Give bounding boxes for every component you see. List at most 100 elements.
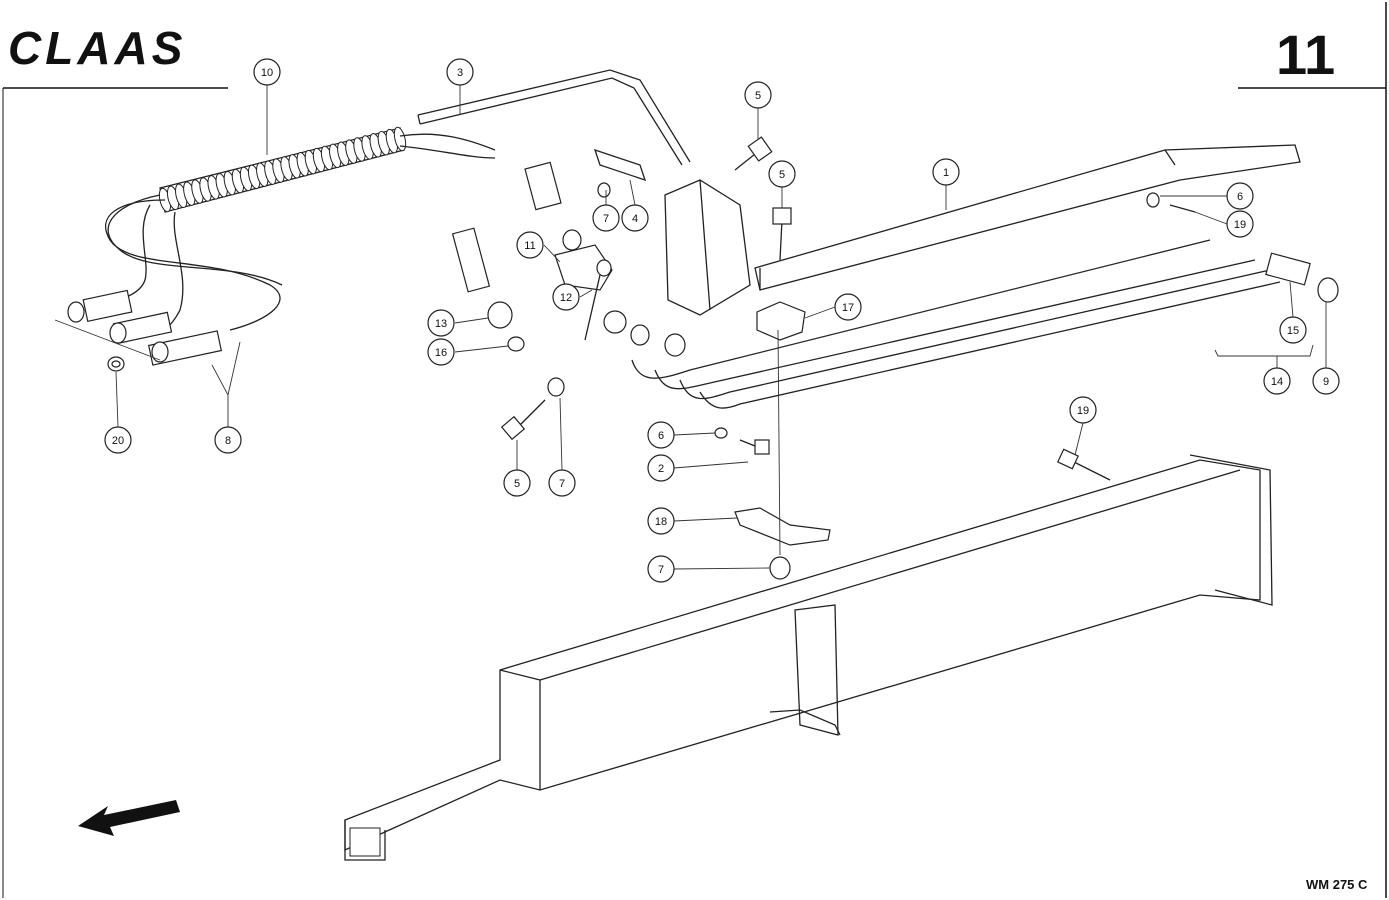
part-callout: 6 [647,421,675,449]
page-number: 11 [1276,23,1335,86]
part-callout: 17 [834,293,862,321]
part-callout: 19 [1226,210,1254,238]
callout-circle [552,283,580,311]
callout-label: 7 [559,478,565,490]
callout-label: 19 [1077,405,1089,417]
leader-lines [54,85,1327,570]
part-callout: 18 [647,507,675,535]
part-callout: 5 [768,160,796,188]
hose-fittings [67,289,223,372]
callout-label: 15 [1287,325,1299,337]
callout-circle [647,454,675,482]
mounting-bracket [593,148,751,316]
callout-circle [427,338,455,366]
clamp-block [756,301,806,341]
part-callout: 13 [427,309,455,337]
part-callout: 7 [592,204,620,232]
callout-circle [647,507,675,535]
part-callout: 20 [104,426,132,454]
bent-rod [417,69,691,166]
brand-logo: CLAAS [8,22,186,74]
callout-circle [214,426,242,454]
callout-label: 2 [658,463,664,475]
callout-label: 13 [435,318,447,330]
callout-circle [104,426,132,454]
callout-label: 6 [658,430,664,442]
callout-circle [834,293,862,321]
callout-circle [647,421,675,449]
callout-label: 9 [1323,376,1329,388]
part-callout: 9 [1312,367,1340,395]
callout-circle [548,469,576,497]
drawing-code: WM 275 C [1306,877,1368,892]
part-callout: 5 [503,469,531,497]
coiled-hose [99,126,496,331]
callout-circle [592,204,620,232]
callout-label: 5 [514,478,520,490]
callout-circle [1263,367,1291,395]
part-callout: 2 [647,454,675,482]
callout-label: 11 [524,240,535,252]
main-rail [754,144,1301,291]
callout-label: 6 [1237,191,1243,203]
callout-label: 7 [658,564,664,576]
part-callout: 19 [1069,396,1097,424]
callout-label: 19 [1234,219,1246,231]
callout-circle [1226,182,1254,210]
callout-label: 20 [112,435,124,447]
callout-circle [1312,367,1340,395]
callout-label: 1 [943,167,949,179]
valve-assembly [554,229,613,341]
callout-label: 8 [225,435,231,447]
callout-circle [932,158,960,186]
callout-label: 14 [1271,376,1283,388]
callout-label: 16 [435,347,447,359]
callout-circle [427,309,455,337]
callout-circle [768,160,796,188]
frame-beam [344,454,1273,861]
part-callout: 4 [621,204,649,232]
bolts [500,136,1196,481]
hydraulic-pipes [631,239,1281,409]
support-plate [734,329,831,580]
callout-label: 12 [560,292,572,304]
part-callout: 6 [1226,182,1254,210]
part-callout: 10 [253,58,281,86]
callout-label: 5 [755,90,761,102]
callout-label: 3 [457,67,463,79]
pipe-fittings [451,161,686,397]
hose-coil-ring [393,126,407,152]
callout-circle [253,58,281,86]
callout-circle [647,555,675,583]
part-callout: 8 [214,426,242,454]
callout-label: 10 [261,67,273,79]
part-callout: 5 [744,81,772,109]
callout-circle [1226,210,1254,238]
callout-circle [516,231,544,259]
part-callout: 7 [548,469,576,497]
part-callout: 1 [932,158,960,186]
part-callout: 11 [516,231,544,259]
callout-circle [503,469,531,497]
part-callout: 12 [552,283,580,311]
callout-circle [1279,316,1307,344]
callout-circle [1069,396,1097,424]
direction-arrow-icon [78,800,180,836]
callout-circle [621,204,649,232]
callout-label: 7 [603,213,609,225]
part-callout: 14 [1263,367,1291,395]
part-callout: 15 [1279,316,1307,344]
callout-label: 17 [842,302,854,314]
part-callout: 7 [647,555,675,583]
callout-circle [744,81,772,109]
callout-label: 5 [779,169,785,181]
end-couplings [1265,252,1339,303]
part-callout: 3 [446,58,474,86]
callout-label: 18 [655,516,667,528]
part-callout: 16 [427,338,455,366]
callout-circle [446,58,474,86]
